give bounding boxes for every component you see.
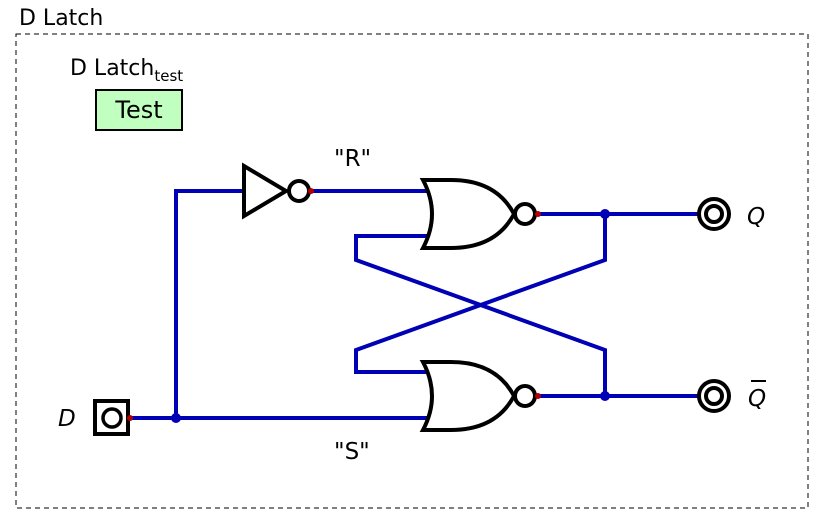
pin-tip (308, 188, 314, 194)
output-qbar-terminal[interactable] (697, 379, 731, 413)
output-q-label: Q (747, 204, 765, 230)
test-button[interactable]: Test (95, 89, 183, 131)
junction-dot (600, 209, 610, 219)
input-d-label: D (58, 406, 76, 432)
junction-dot (171, 413, 181, 423)
frame-title: D Latch (19, 6, 104, 31)
test-case-subscript: test (154, 67, 184, 85)
pin-tip (535, 211, 541, 217)
output-qbar-label: Q (748, 386, 766, 412)
wire-feedback-top (354, 234, 607, 398)
signal-r-label: "R" (334, 146, 371, 172)
output-q-terminal[interactable] (697, 197, 731, 231)
wires (128, 189, 700, 420)
wire-d-to-inverter (174, 189, 248, 420)
wire-feedback-bottom (354, 212, 607, 374)
test-case-name: D Latch (70, 56, 155, 81)
pin-tip (535, 393, 541, 399)
test-case-label: D Latchtest (70, 55, 183, 90)
nor-gate-bottom (419, 360, 541, 432)
not-gate (242, 162, 314, 220)
signal-s-label: "S" (334, 439, 370, 465)
circuit-frame (15, 33, 809, 509)
pin-tip (127, 415, 133, 421)
nor-gate-top (419, 178, 541, 250)
junction-dot (600, 391, 610, 401)
input-d-terminal[interactable] (93, 399, 133, 436)
